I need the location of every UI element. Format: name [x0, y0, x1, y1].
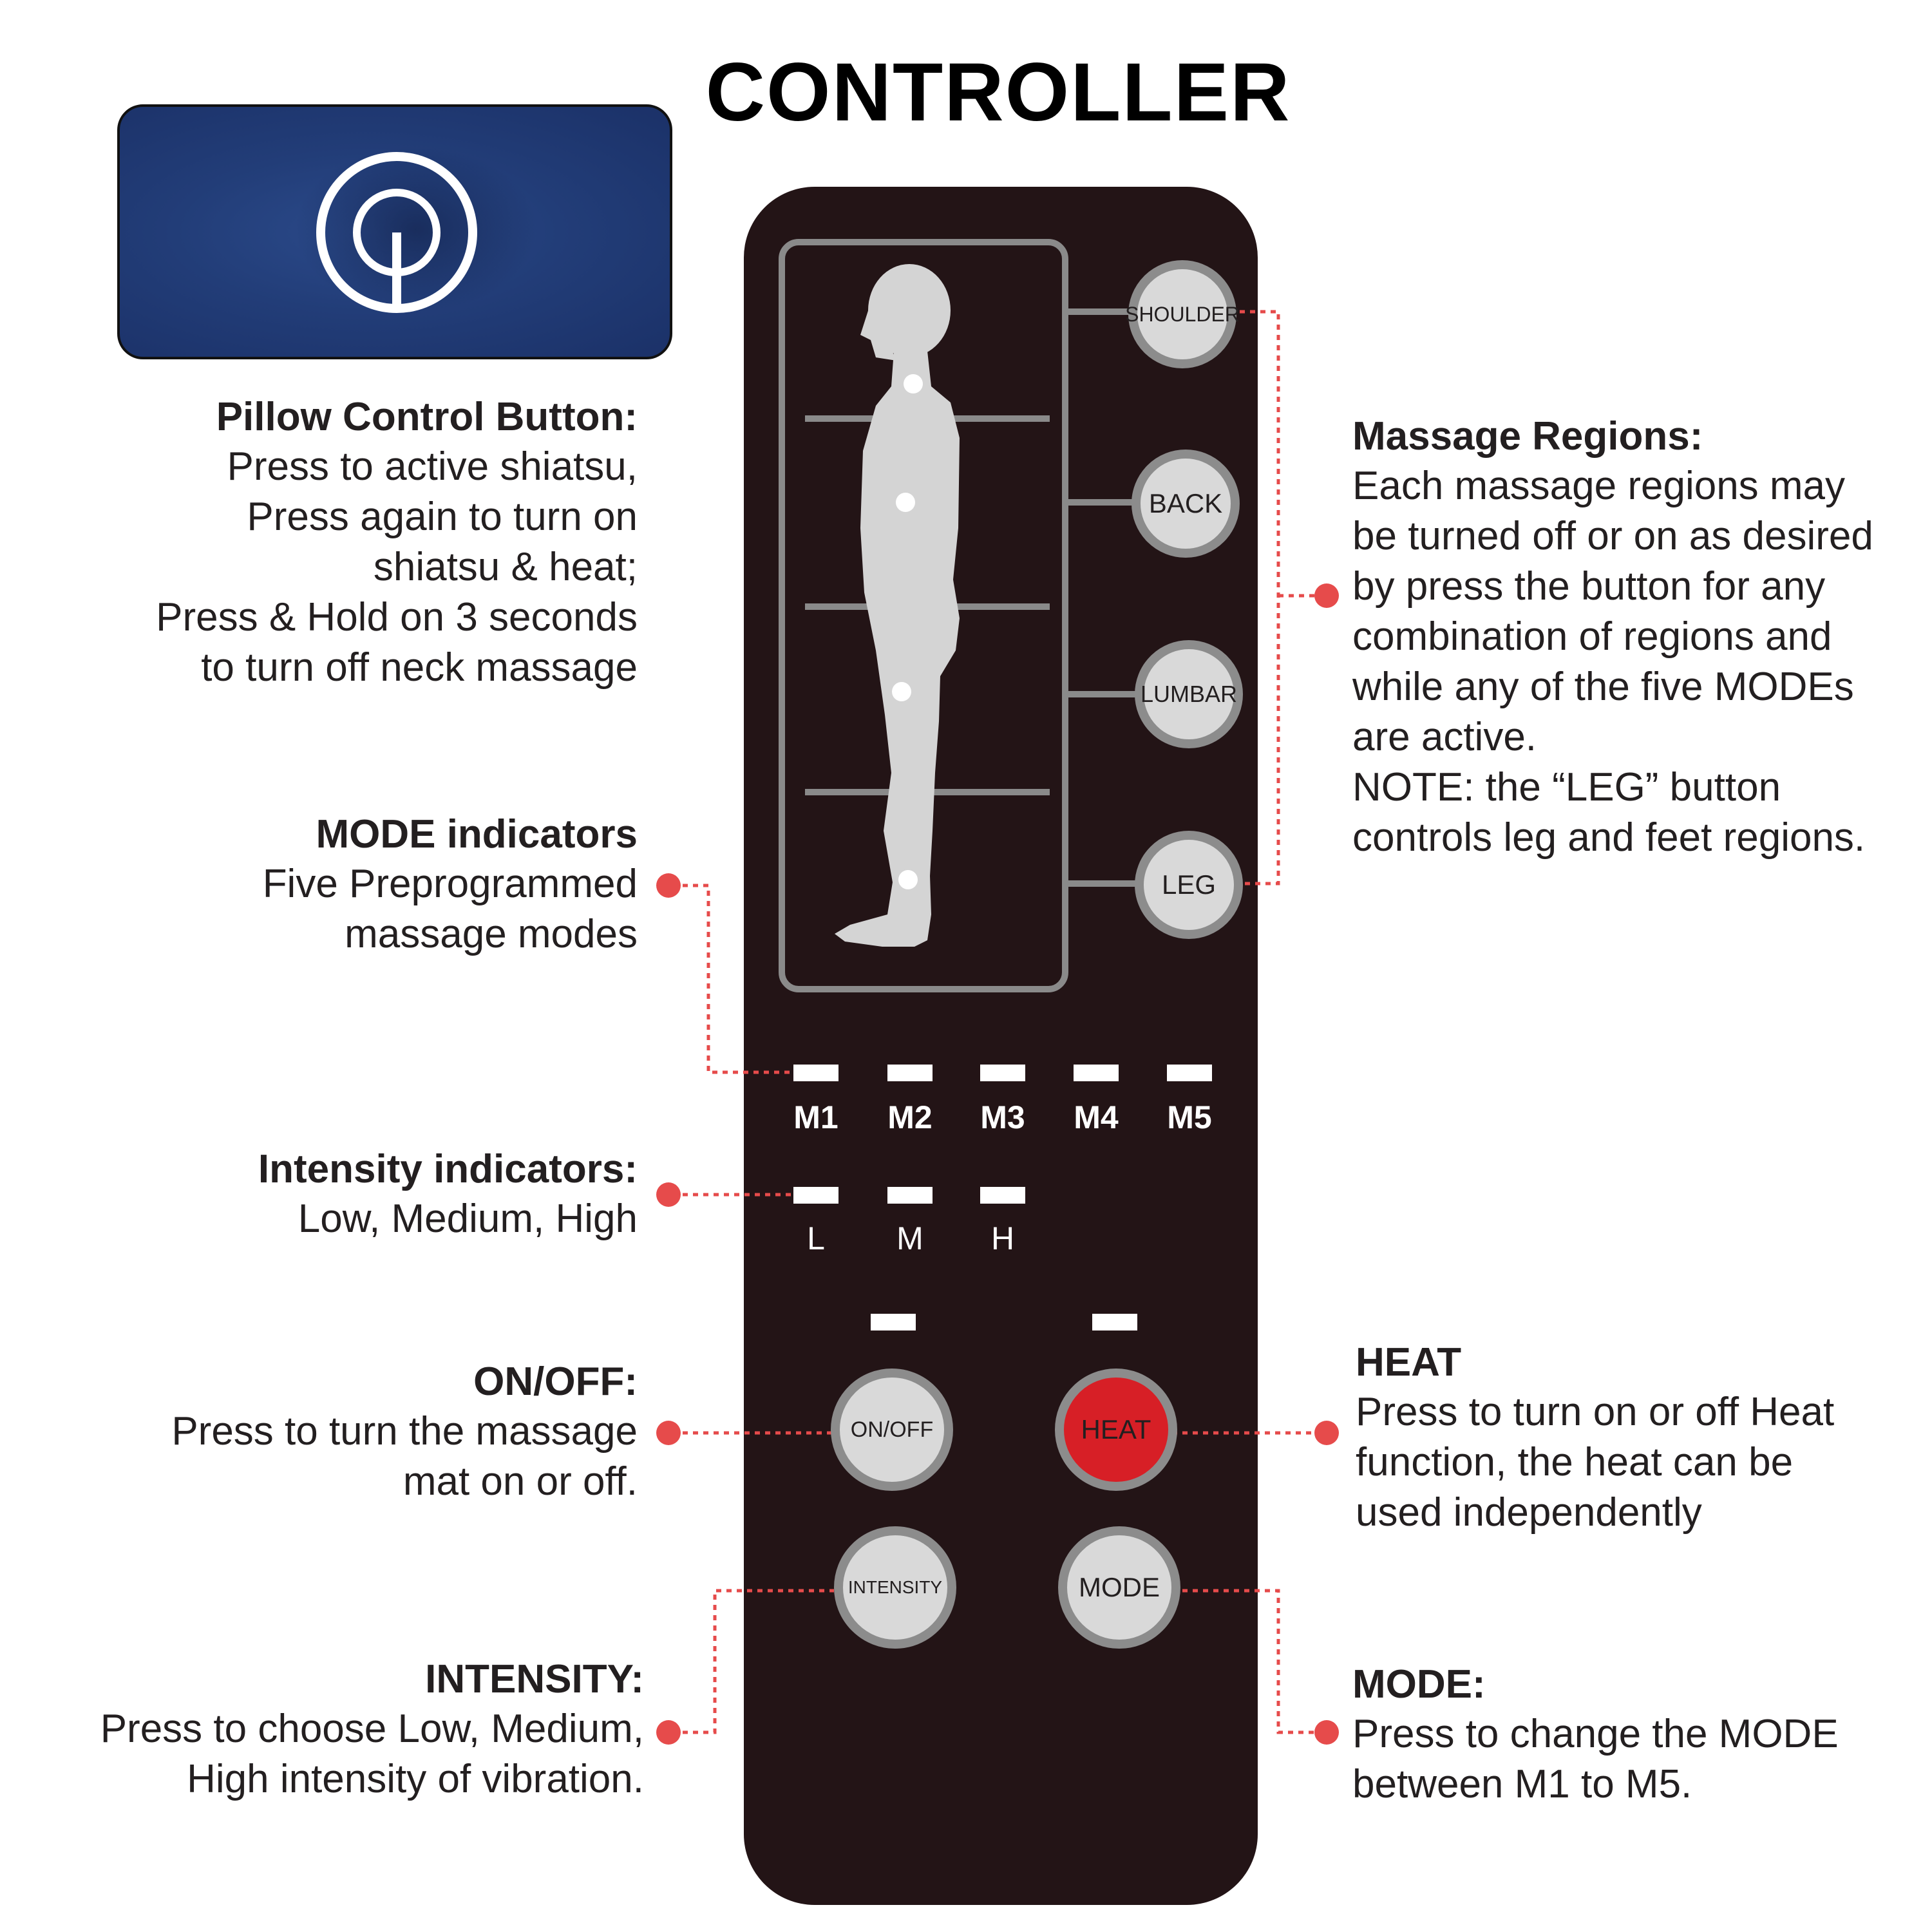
pillow-line: Press again to turn on — [247, 495, 638, 539]
pillow-heading: Pillow Control Button: — [216, 395, 638, 439]
page-title: CONTROLLER — [705, 46, 1291, 138]
onoff-callout-dot — [656, 1421, 681, 1445]
mode-label-m4: M4 — [1074, 1099, 1119, 1135]
regions-line: combination of regions and — [1352, 614, 1832, 659]
heat-line: Press to turn on or off Heat — [1356, 1390, 1835, 1434]
regions-line: by press the button for any — [1352, 564, 1826, 609]
power-icon — [316, 152, 477, 313]
mode-line: between M1 to M5. — [1352, 1762, 1692, 1806]
regions-line: while any of the five MODEs — [1352, 665, 1854, 709]
intensity-callout-dot — [656, 1720, 681, 1745]
regions-line: controls leg and feet regions. — [1352, 815, 1866, 860]
mode-callout-dot — [1314, 1720, 1339, 1745]
heat-note: HEAT Press to turn on or off Heat functi… — [1356, 1338, 1922, 1538]
mode-led-m5 — [1167, 1065, 1212, 1081]
mode-led-m3 — [980, 1065, 1025, 1081]
regions-heading: Massage Regions: — [1352, 414, 1703, 459]
human-figure-icon — [835, 264, 960, 947]
back-button[interactable]: BACK — [1132, 450, 1240, 558]
leg-button[interactable]: LEG — [1135, 831, 1243, 939]
intensity-note: INTENSITY: Press to choose Low, Medium, … — [90, 1655, 644, 1804]
mode-label-m2: M2 — [887, 1099, 933, 1135]
regions-line: be turned off or on as desired — [1352, 514, 1873, 558]
intensity-led-high — [980, 1187, 1025, 1204]
mode-button[interactable]: MODE — [1058, 1526, 1180, 1649]
heat-line: function, the heat can be — [1356, 1440, 1794, 1484]
intensity-heading: INTENSITY: — [425, 1657, 644, 1701]
heat-heading: HEAT — [1356, 1340, 1462, 1385]
onoff-note: ON/OFF: Press to turn the massage mat on… — [103, 1358, 638, 1507]
mode-note: MODE: Press to change the MODE between M… — [1352, 1660, 1919, 1810]
intensity-led-medium — [887, 1187, 933, 1204]
pillow-control-note: Pillow Control Button: Press to active s… — [103, 393, 638, 693]
intensity-indicators-callout-dot — [656, 1182, 681, 1207]
mode-indicators-heading: MODE indicators — [316, 812, 638, 857]
pillow-line: Press to active shiatsu, — [227, 444, 638, 489]
pillow-shade — [294, 146, 538, 313]
intensity-label-l: L — [807, 1220, 825, 1256]
intensity-label-h: H — [990, 1220, 1015, 1256]
mode-label-m1: M1 — [793, 1099, 838, 1135]
intensity-line: High intensity of vibration. — [187, 1757, 644, 1801]
mode-indicators-callout-dot — [656, 873, 681, 898]
pillow-line: shiatsu & heat; — [373, 545, 638, 589]
regions-callout-dot — [1314, 583, 1339, 608]
heat-line: used independently — [1356, 1490, 1702, 1535]
regions-line: NOTE: the “LEG” button — [1352, 765, 1781, 810]
pillow-photo — [117, 104, 672, 359]
intensity-line: Press to choose Low, Medium, — [100, 1707, 644, 1751]
intensity-button[interactable]: INTENSITY — [834, 1526, 956, 1649]
intensity-indicators-line: Low, Medium, High — [298, 1197, 638, 1241]
mode-heading: MODE: — [1352, 1662, 1486, 1707]
mode-line: Press to change the MODE — [1352, 1712, 1839, 1756]
mode-label-m3: M3 — [980, 1099, 1025, 1135]
mode-indicators-note: MODE indicators Five Preprogrammed massa… — [103, 810, 638, 960]
intensity-indicators-heading: Intensity indicators: — [258, 1147, 638, 1191]
mode-indicators-line: Five Preprogrammed — [262, 862, 638, 906]
power-led — [871, 1314, 916, 1331]
intensity-indicators-note: Intensity indicators: Low, Medium, High — [103, 1145, 638, 1244]
lumbar-button[interactable]: LUMBAR — [1135, 640, 1243, 748]
pillow-line: Press & Hold on 3 seconds — [156, 595, 638, 639]
mode-indicators-line: massage modes — [345, 912, 638, 956]
onoff-heading: ON/OFF: — [473, 1359, 638, 1404]
heat-callout-dot — [1314, 1421, 1339, 1445]
on-off-button[interactable]: ON/OFF — [831, 1368, 953, 1491]
mode-led-m1 — [793, 1065, 838, 1081]
mode-led-m2 — [887, 1065, 933, 1081]
onoff-line: Press to turn the massage — [171, 1409, 638, 1454]
heat-led — [1092, 1314, 1137, 1331]
heat-button[interactable]: HEAT — [1055, 1368, 1177, 1491]
mode-led-m4 — [1074, 1065, 1119, 1081]
pillow-line: to turn off neck massage — [201, 645, 638, 690]
onoff-line: mat on or off. — [402, 1459, 638, 1504]
regions-line: Each massage regions may — [1352, 464, 1846, 508]
regions-line: are active. — [1352, 715, 1537, 759]
massage-regions-note: Massage Regions: Each massage regions ma… — [1352, 412, 1919, 863]
mode-label-m5: M5 — [1167, 1099, 1212, 1135]
shoulder-button[interactable]: SHOULDER — [1125, 260, 1240, 368]
intensity-label-m: M — [896, 1220, 923, 1256]
intensity-led-low — [793, 1187, 838, 1204]
